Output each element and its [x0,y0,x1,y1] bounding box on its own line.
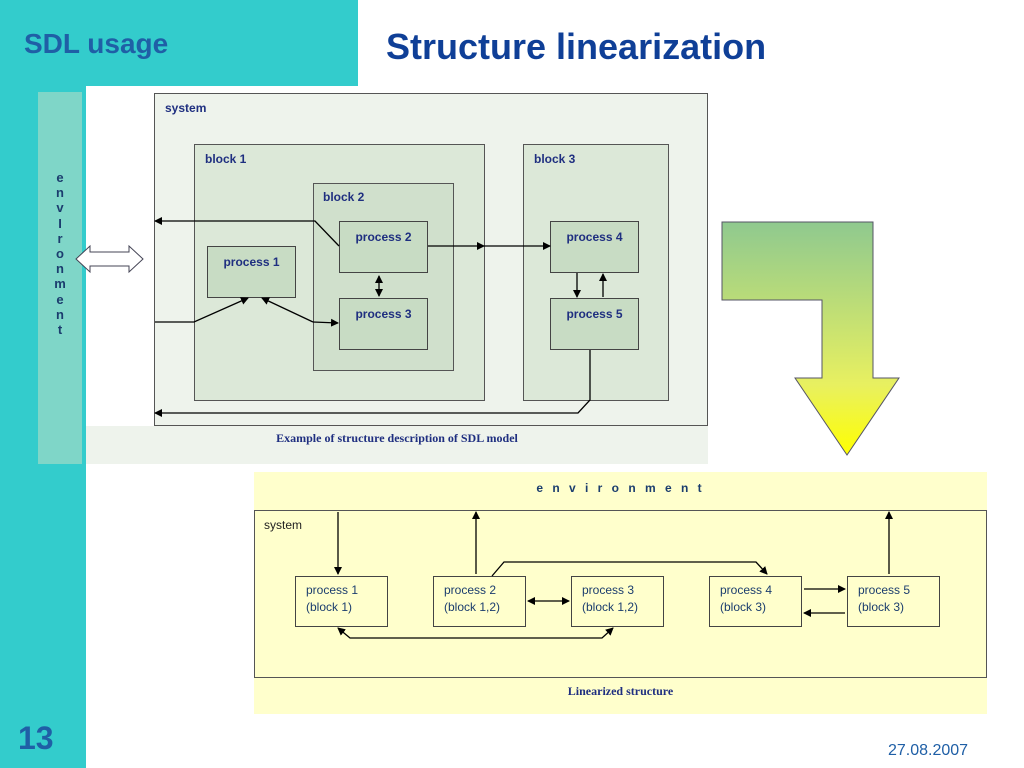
block-2 [313,183,454,371]
process-name: process 4 [720,583,773,597]
env-letter: n [56,306,64,322]
env-letter: n [56,185,64,201]
process-block: (block 1) [306,600,353,614]
block-2-label: block 2 [323,190,365,204]
env-letter: o [56,246,64,262]
env-letter: m [54,276,66,292]
page-number: 13 [18,720,54,756]
block-3 [523,144,669,401]
block-3-label: block 3 [534,152,576,166]
process-block: (block 1,2) [444,600,501,614]
env-letter: v [56,200,64,216]
linear-process-5: process 5 (block 3) [847,576,940,627]
p1-p3-link-end [312,318,339,327]
process-block: (block 1,2) [582,600,639,614]
process-1-box: process 1 [207,246,296,298]
env-to-p1-line [155,297,249,323]
process-block: (block 3) [858,600,905,614]
linear-process-3: process 3 (block 1,2) [571,576,664,627]
top-caption-background [86,426,708,464]
environment-vertical-label: e n v I r o n m e n t [38,170,82,337]
p2-to-env-line [154,217,340,247]
process-5-box: process 5 [550,298,639,350]
p1-p3-link [261,297,314,323]
env-letter: e [56,291,64,307]
process-name: process 2 [444,583,497,597]
process-4-box: process 4 [550,221,639,273]
env-letter: e [56,170,64,185]
linear-process-2: process 2 (block 1,2) [433,576,526,627]
env-letter: I [58,215,62,231]
environment-label: e n v i r o n m e n t [536,481,705,495]
p5-to-env-line [154,350,591,417]
linear-process-1: process 1 (block 1) [295,576,388,627]
process-block: (block 3) [720,600,767,614]
process-name: process 3 [582,583,635,597]
section-title: SDL usage [24,28,169,59]
big-flow-arrow [721,221,900,456]
linear-process-4: process 4 (block 3) [709,576,802,627]
environment-double-arrow [75,244,144,274]
slide-title: Structure linearization [386,26,767,67]
top-diagram-caption: Example of structure description of SDL … [276,431,518,445]
environment-strip [38,92,82,464]
top-accent-bar [0,0,358,86]
process-name: process 1 [306,583,359,597]
env-letter: r [57,230,63,246]
process-name: process 5 [858,583,911,597]
process-2-box: process 2 [339,221,428,273]
p2-to-p4-arrow [491,561,768,577]
env-letter: n [56,261,64,277]
bottom-diagram-caption: Linearized structure [567,684,674,698]
slide-date: 27.08.2007 [888,742,969,759]
process-3-box: process 3 [339,298,428,350]
env-letter: t [57,322,63,338]
block-1-label: block 1 [205,152,247,166]
linearized-system-box [254,510,987,678]
p1-p3-arrow [337,627,614,639]
system-label: system [165,101,207,115]
linearized-system-label: system [264,518,303,532]
